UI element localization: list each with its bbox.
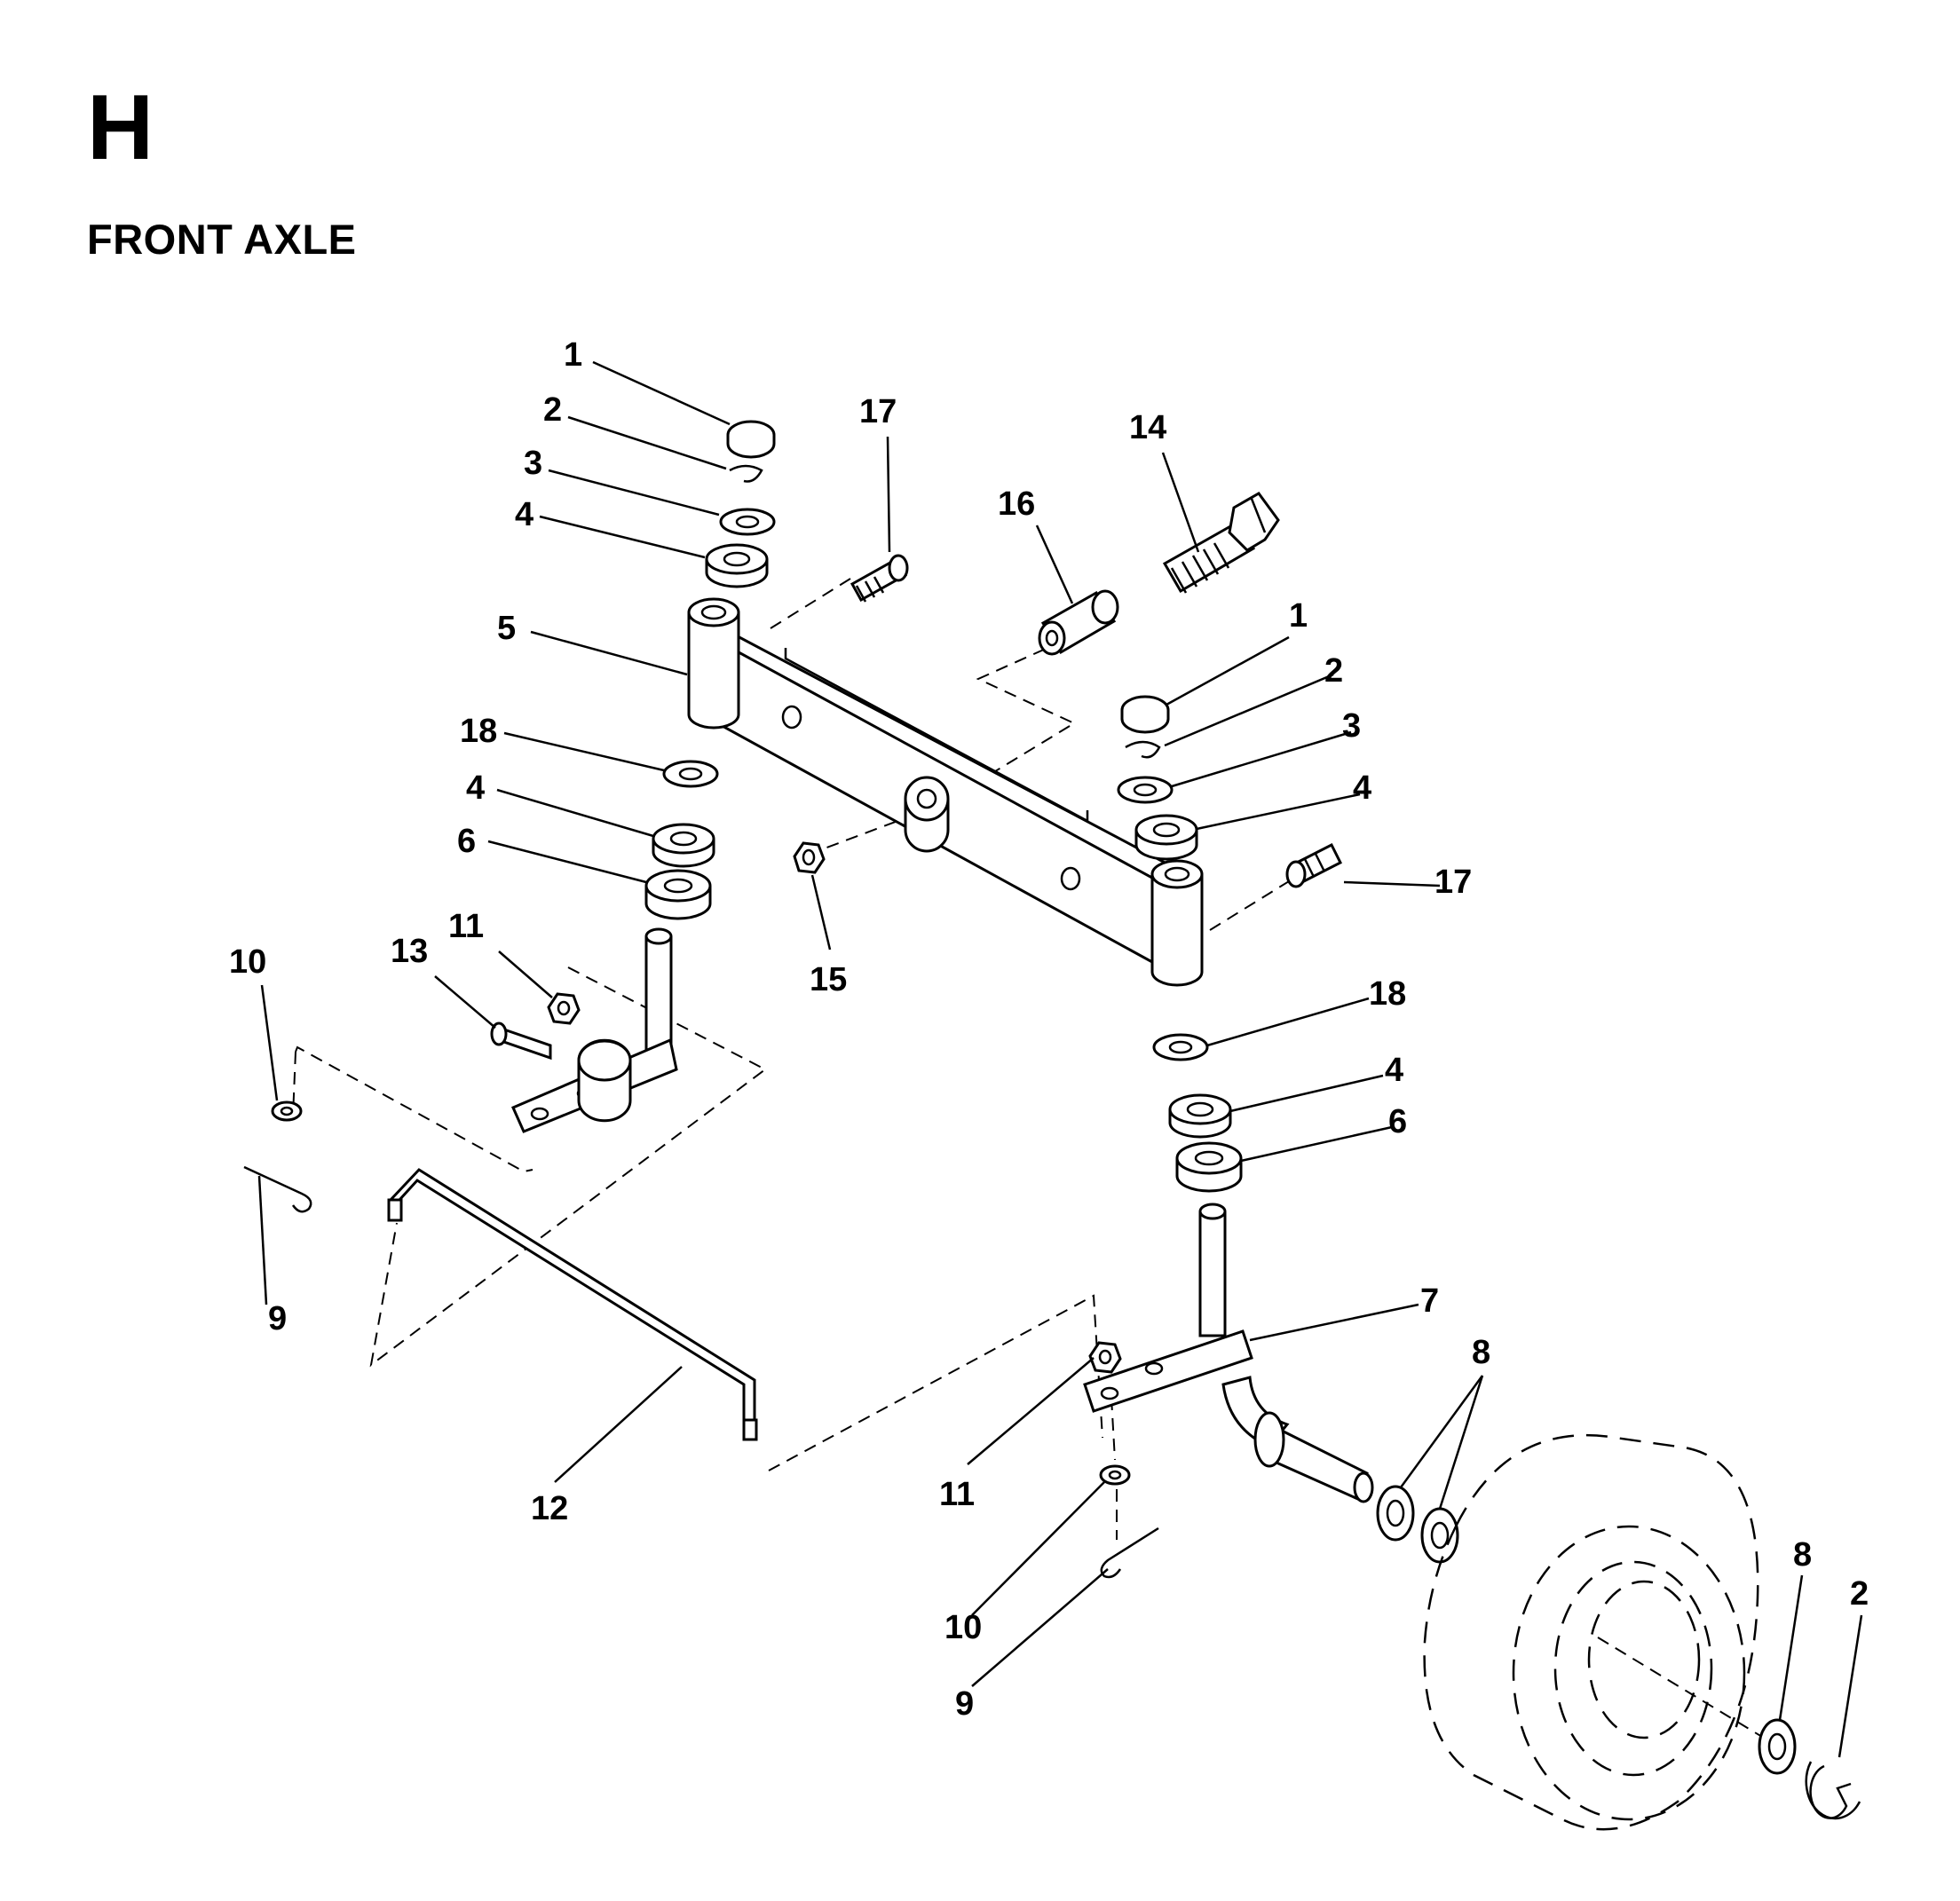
callout-4-left-mid: 4 [466,769,485,807]
callout-1-left: 1 [564,336,582,374]
washer-3-right [1117,776,1174,804]
callout-4-right-mid: 4 [1385,1052,1403,1089]
callout-9-left: 9 [268,1300,287,1337]
leader-lines [257,360,1863,1758]
callout-10-right: 10 [944,1609,982,1646]
washer-8-c [1758,1718,1797,1775]
dash-right-washer [1110,1397,1116,1461]
pivot-nut [793,841,826,874]
left-spindle [490,927,678,1133]
tie-rod-left-end [387,1198,403,1222]
grease-fitting-top [850,554,909,603]
callout-7: 7 [1420,1282,1439,1320]
washer-8-a [1376,1485,1415,1542]
washer-18-right [1152,1033,1209,1061]
bushing-4-left-top [705,543,769,575]
callout-8-top: 8 [1472,1334,1490,1371]
axle-beam-hole-left [781,705,802,730]
dash-grease-fitting-left [770,578,851,629]
callout-6-right: 6 [1388,1103,1407,1140]
tie-rod [387,1168,758,1441]
right-spindle-hardware-top [1117,695,1198,861]
dash-left-spindle-tie [369,966,767,1368]
callout-6-left: 6 [457,823,476,860]
pivot-spacer [1038,589,1119,656]
callout-12: 12 [531,1490,568,1527]
washer-3-left [719,508,776,536]
callout-4-left-top: 4 [515,496,533,533]
callout-2-bottom: 2 [1850,1575,1869,1613]
cotter-pin-9-left [243,1165,312,1213]
callout-11-left: 11 [448,908,484,945]
callout-1-right: 1 [1289,597,1308,635]
callout-11-right: 11 [939,1476,975,1513]
tire-outline [1423,1433,1759,1831]
callout-10-left: 10 [229,943,266,981]
axle-beam-left-boss [687,612,740,730]
axle-beam [687,597,1204,987]
cap-left-side [726,435,776,459]
axle-washers [1376,1485,1797,1775]
callout-15: 15 [810,961,847,998]
axle-beam-hole-right [1060,866,1081,891]
callout-5: 5 [497,610,516,647]
rim-inner [1587,1580,1701,1739]
callout-3-right: 3 [1342,707,1361,745]
right-spindle [1083,1203,1374,1503]
callout-3-left: 3 [524,445,542,482]
section-title: FRONT AXLE [87,216,357,263]
callout-14: 14 [1129,409,1166,446]
bushing-4-left-mid [652,823,715,855]
section-letter: H [87,76,154,179]
bushing-4-right-top [1134,814,1198,846]
washer-10-right [1099,1464,1131,1486]
dash-right-tie [768,1294,1103,1471]
axle-beam-right-boss [1150,874,1204,987]
callout-2-left: 2 [543,391,562,429]
bushing-4-right-mid [1168,1093,1232,1125]
callout-17-top: 17 [859,393,897,430]
clip-right [1125,740,1161,759]
dash-axle-center [1597,1637,1767,1740]
callout-18-left: 18 [460,713,497,750]
pivot-bolt-head [1228,492,1280,552]
tie-rod-right-end [742,1418,758,1441]
right-washer-and-pin [1099,1464,1159,1579]
grease-fitting-right [1285,842,1343,888]
callout-16: 16 [998,485,1035,523]
dash-pivot-bolt [967,640,1077,789]
rim-outer [1553,1560,1713,1777]
left-washer-and-pin [243,1100,312,1213]
dash-left-washer [292,1051,296,1117]
e-clip-bottom [1805,1761,1861,1820]
left-spindle-hardware-top [705,420,776,588]
left-spindle-hardware-bottom [644,760,719,920]
bearing-6-left [644,869,712,903]
right-steering-arm [1083,1329,1253,1413]
washer-10-left [271,1100,303,1122]
clip-left [729,464,763,483]
dash-grease-fitting-right [1209,873,1301,931]
washer-18-left [662,760,719,788]
callout-4-right-top: 4 [1353,769,1371,807]
phantom-wheel [1423,1433,1759,1831]
callout-8-bottom: 8 [1793,1536,1812,1574]
nut-11-left [547,992,581,1025]
pivot-bolt [1162,492,1280,594]
bearing-6-right [1175,1141,1243,1175]
callout-9-right: 9 [955,1685,974,1723]
tire-face [1512,1525,1746,1821]
cotter-pin-9-right [1100,1526,1159,1579]
assembly-dashed-lines [292,578,1767,1740]
right-spindle-hardware-bottom [1152,1033,1243,1193]
dash-left-pin-a [295,1045,533,1173]
nut-11-right [1088,1341,1122,1374]
callout-13: 13 [391,933,428,970]
callout-2-right: 2 [1324,652,1343,690]
callout-17-right: 17 [1434,864,1472,901]
callout-numbers: 1 2 3 4 5 18 4 6 10 13 11 9 17 16 14 1 2… [229,336,1869,1723]
callout-18-right: 18 [1369,975,1406,1013]
